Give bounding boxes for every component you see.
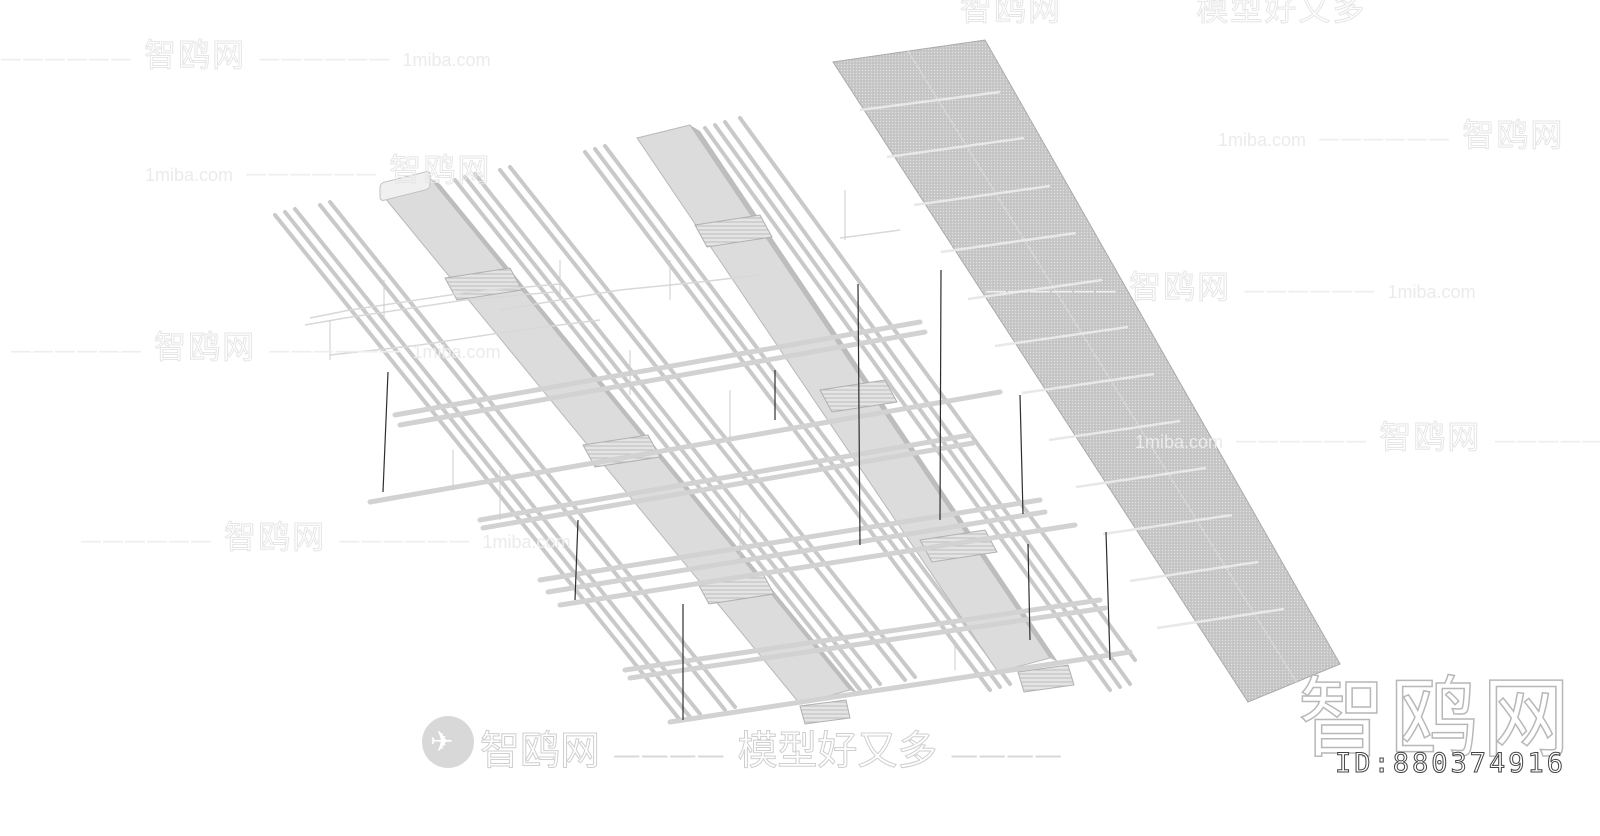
watermark-brand: 智鸥网: [480, 728, 601, 775]
watermark-dash: ——————: [338, 529, 471, 554]
watermark-dash: ————: [612, 738, 725, 771]
watermark-dash: ——————: [1493, 429, 1600, 454]
watermark-dash: ——————: [0, 47, 132, 72]
watermark-site: 1miba.com: [1218, 130, 1307, 150]
watermark-slogan: 模型好又多: [1196, 0, 1367, 29]
watermark-dash: ————: [950, 738, 1063, 771]
watermark-brand: 智鸥网: [959, 0, 1063, 29]
watermark-brand: 智鸥网: [154, 328, 257, 367]
watermark-dash: ——————: [80, 529, 212, 554]
support-rods: [329, 190, 956, 670]
watermark-dash: ——————: [258, 47, 391, 72]
conduits: [304, 229, 901, 356]
watermark-dash: ——————: [245, 162, 378, 187]
bird-icon: ✈: [430, 725, 454, 758]
hvac-duct-right: [636, 124, 1075, 693]
hanger-rods: [382, 269, 1111, 720]
watermark-mid-left: —————— 智鸥网 —————— 1miba.com: [10, 322, 501, 368]
watermark-bottom-slogan: 智鸥网 ———— 模型好又多 ————: [480, 718, 1063, 776]
watermark-top-left: —————— 智鸥网 —————— 1miba.com: [0, 30, 491, 76]
watermark-mid-right: —————— 智鸥网 —————— 1miba.com: [985, 262, 1476, 308]
watermark-slogan: 模型好又多: [737, 728, 938, 775]
watermark-dash: ——————: [1243, 279, 1376, 304]
watermark-site: 1miba.com: [1135, 432, 1224, 452]
watermark-lower-left: —————— 智鸥网 —————— 1miba.com: [80, 512, 571, 558]
watermark-dash: ——————: [1235, 429, 1368, 454]
watermark-brand: 智鸥网: [144, 36, 247, 75]
watermark-site: 1miba.com: [482, 532, 571, 552]
brand-logo-icon: ✈: [422, 716, 474, 768]
watermark-brand: 智鸥网: [1129, 268, 1232, 307]
watermark-top-center: 智鸥网 模型好又多: [959, 0, 1367, 30]
cable-trays: [367, 319, 1133, 725]
watermark-brand: 智鸥网: [224, 518, 327, 557]
hvac-duct-left: [379, 171, 858, 725]
watermark-brand: 智鸥网: [1379, 418, 1482, 457]
perforated-ceiling-panel: [832, 39, 1341, 703]
watermark-dash: ——————: [10, 339, 142, 364]
watermark-dash: ——————: [268, 339, 401, 364]
watermark-dash: ——————: [985, 279, 1117, 304]
watermark-site: 1miba.com: [412, 342, 501, 362]
watermark-lower-right: 1miba.com —————— 智鸥网 ——————: [1135, 412, 1600, 458]
model-id-label: ID:880374916: [1334, 748, 1567, 780]
watermark-site: 1miba.com: [402, 50, 491, 70]
watermark-upper-left-2: 1miba.com —————— 智鸥网: [145, 145, 491, 191]
watermark-brand: 智鸥网: [1462, 116, 1565, 155]
watermark-site: 1miba.com: [1387, 282, 1476, 302]
watermark-big-brand: 智鸥网: [1297, 666, 1575, 771]
watermark-dash: ——————: [1318, 127, 1451, 152]
watermark-site: 1miba.com: [145, 165, 234, 185]
watermark-brand: 智鸥网: [389, 151, 492, 190]
watermark-upper-right: 1miba.com —————— 智鸥网: [1218, 110, 1564, 156]
